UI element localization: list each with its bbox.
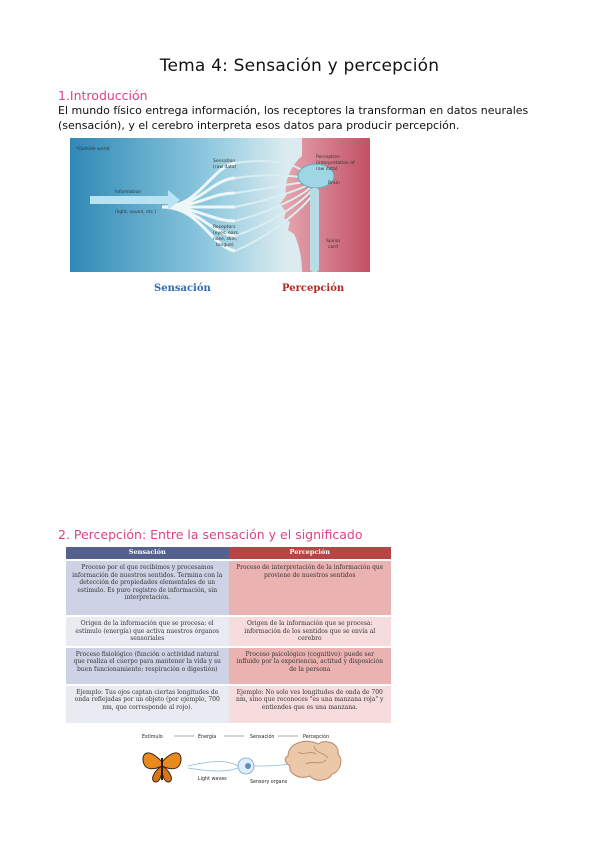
table-row: Origen de la información que se procesa:… xyxy=(66,615,391,647)
table-cell: Proceso fisiológico (función o actividad… xyxy=(66,645,229,685)
label-spinal: Spinal xyxy=(326,238,340,244)
label-outside-world: *Outside world xyxy=(76,146,110,152)
table-row: Proceso fisiológico (función o actividad… xyxy=(66,645,391,685)
comparison-table: Sensación Percepción Proceso por el que … xyxy=(66,547,391,723)
intro-paragraph: El mundo físico entrega información, los… xyxy=(58,104,529,132)
table-cell: Origen de la información que se procesa:… xyxy=(66,615,229,647)
label-spinal-cord: cord xyxy=(328,244,338,250)
section-heading-introduccion: 1.Introducción xyxy=(58,88,148,103)
table-cell: Ejemplo: Tus ojos captan ciertas longitu… xyxy=(66,683,229,723)
sensation-perception-figure: *Outside world Sensation (raw data) Info… xyxy=(70,138,370,272)
flow-label-percepcion: Percepción xyxy=(303,733,329,740)
table-header-row: Sensación Percepción xyxy=(66,547,391,560)
table-cell: Proceso psicológico (cognitivo): puede s… xyxy=(228,645,391,685)
caption-percepcion: Percepción xyxy=(282,283,345,294)
label-receptors: Receptors xyxy=(213,224,236,230)
label-information-sub: (light, sound, etc.) xyxy=(115,209,157,215)
label-sensory-organs: Sensory organs xyxy=(250,779,288,785)
table-row: Proceso por el que recibimos y procesamo… xyxy=(66,559,391,616)
table-row: Ejemplo: Tus ojos captan ciertas longitu… xyxy=(66,683,391,723)
light-waves xyxy=(187,761,239,772)
page-title: Tema 4: Sensación y percepción xyxy=(159,56,440,76)
brain-icon xyxy=(284,740,342,781)
label-sensation: Sensation xyxy=(213,158,235,164)
label-sensation-sub: (raw data) xyxy=(213,164,237,170)
flow-label-energia: Energía xyxy=(198,733,216,740)
label-perception: Perception xyxy=(316,154,340,160)
neural-pathways xyxy=(161,161,236,253)
label-brain: Brain xyxy=(328,180,340,186)
nerve-path xyxy=(253,763,289,767)
label-light-waves: Light waves xyxy=(198,776,227,782)
caption-sensacion: Sensación xyxy=(154,283,211,294)
spinal-cord-shape xyxy=(310,188,319,272)
butterfly-icon xyxy=(142,752,182,783)
label-receptors-sub3: tongue) xyxy=(216,242,234,248)
label-receptors-sub2: nose, skin, xyxy=(213,236,237,242)
table-cell: Proceso por el que recibimos y procesamo… xyxy=(66,559,229,616)
header-percepcion: Percepción xyxy=(228,547,391,560)
header-sensacion: Sensación xyxy=(66,547,229,560)
section-heading-percepcion: 2. Percepción: Entre la sensación y el s… xyxy=(58,527,363,542)
label-information: Information xyxy=(115,189,141,195)
table-cell: Origen de la información que se procesa:… xyxy=(228,615,391,647)
label-receptors-sub1: (eyes, ears, xyxy=(213,230,239,236)
flow-label-sensacion: Sensación xyxy=(250,733,274,740)
stimulus-to-perception-figure: Estímulo Energía Sensación Percepción Li… xyxy=(142,733,342,785)
information-arrow xyxy=(90,190,180,210)
label-perception-sub2: raw data) xyxy=(316,166,338,172)
flow-label-estimulo: Estímulo xyxy=(142,733,163,740)
label-perception-sub1: (interpretation of xyxy=(316,160,355,166)
table-cell: Proceso de interpretación de la informac… xyxy=(228,559,391,616)
pupil xyxy=(245,763,251,769)
table-cell: Ejemplo: No solo ves longitudes de onda … xyxy=(228,683,391,723)
